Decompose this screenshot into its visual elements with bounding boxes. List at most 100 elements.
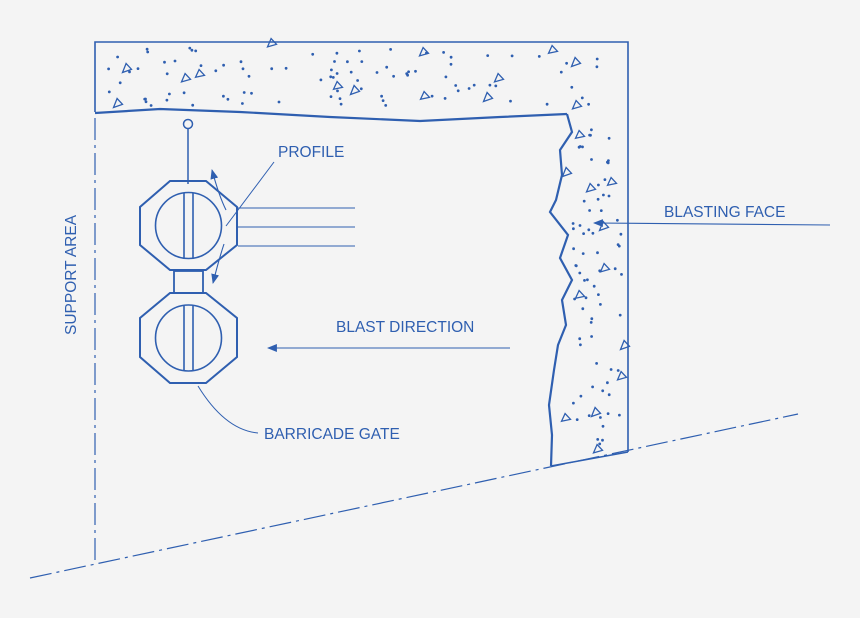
aggregate-dot (601, 424, 605, 428)
aggregate-mark (571, 99, 583, 110)
ceiling-inner-edge (94, 107, 568, 123)
aggregate-mark (419, 90, 431, 101)
aggregate-dot (331, 76, 335, 79)
aggregate-mark (574, 289, 586, 300)
aggregate-dot (375, 71, 379, 74)
aggregate-dot (601, 438, 604, 442)
aggregate-dot (571, 222, 575, 225)
aggregate-dot (107, 67, 110, 71)
aggregate-dot (583, 279, 586, 282)
aggregate-mark (112, 97, 124, 109)
aggregate-dot (277, 100, 281, 104)
aggregate-dot (222, 63, 226, 67)
aggregate-dot (596, 251, 599, 255)
blasting-face-arrow (593, 219, 831, 228)
aggregate-dot (442, 51, 446, 54)
aggregate-dot (407, 70, 411, 74)
aggregate-dot (545, 102, 549, 106)
aggregate-dot (592, 284, 596, 288)
aggregate-dot (392, 74, 396, 78)
aggregate-mark (592, 443, 604, 454)
aggregate-dot (222, 94, 225, 98)
aggregate-dot (596, 438, 600, 441)
aggregate-mark (560, 412, 572, 423)
aggregate-dot (191, 103, 195, 107)
aggregate-dot (241, 67, 245, 71)
aggregate-dot (241, 102, 244, 105)
aggregate-dot (381, 99, 385, 102)
aggregate-mark (418, 46, 430, 57)
hanging-ring (182, 118, 194, 130)
barricade-gate-lower (139, 292, 238, 384)
floor-line (29, 413, 799, 579)
aggregate-dot (590, 128, 593, 132)
aggregate-dot (284, 66, 288, 70)
aggregate-mark (194, 68, 206, 79)
aggregate-dot (582, 199, 586, 203)
aggregate-dot (590, 317, 594, 321)
aggregate-dot (107, 90, 111, 94)
aggregate-dot (349, 70, 353, 74)
aggregate-dot (580, 96, 584, 100)
aggregate-dot (182, 91, 186, 95)
aggregate-dot (577, 145, 581, 149)
aggregate-dot (589, 321, 593, 324)
aggregate-dot (145, 47, 149, 51)
aggregate-dot (603, 178, 607, 182)
aggregate-dot (449, 62, 453, 66)
aggregate-dot (250, 91, 253, 95)
aggregate-dot (472, 83, 476, 87)
aggregate-dot (214, 69, 218, 73)
aggregate-dot (425, 51, 428, 55)
aggregate-dot (247, 74, 251, 78)
aggregate-dot (488, 83, 492, 87)
aggregate-dot (581, 145, 584, 149)
aggregate-dot (336, 89, 339, 93)
aggregate-dot (606, 160, 609, 164)
aggregate-dot (163, 60, 166, 64)
aggregate-dot (128, 70, 131, 74)
aggregate-mark (332, 80, 344, 91)
concrete-texture (107, 37, 631, 454)
aggregate-mark (561, 166, 573, 178)
aggregate-dot (602, 193, 605, 197)
aggregate-dot (590, 335, 593, 338)
profile-leader (225, 161, 275, 227)
aggregate-dot (509, 99, 512, 103)
aggregate-mark (598, 220, 610, 232)
aggregate-mark (616, 370, 628, 381)
aggregate-mark (349, 84, 361, 96)
aggregate-dot (601, 389, 605, 393)
aggregate-dot (146, 50, 150, 54)
deflection-arrow-down (211, 243, 225, 284)
aggregate-mark (493, 72, 505, 83)
aggregate-dot (456, 89, 460, 93)
aggregate-dot (575, 418, 579, 422)
aggregate-dot (590, 158, 593, 161)
aggregate-mark (121, 62, 133, 74)
aggregate-dot (587, 102, 590, 106)
aggregate-dot (190, 48, 194, 52)
profile-label: PROFILE (278, 144, 344, 161)
aggregate-dot (329, 75, 333, 79)
aggregate-dot (618, 313, 622, 317)
aggregate-dot (199, 64, 203, 67)
aggregate-dot (346, 60, 349, 64)
aggregate-dot (616, 369, 620, 372)
barricade-gate-upper (139, 180, 238, 271)
aggregate-mark (606, 176, 618, 187)
aggregate-dot (599, 209, 603, 213)
aggregate-dot (620, 273, 623, 276)
aggregate-dot (598, 269, 602, 273)
aggregate-mark (570, 56, 582, 68)
aggregate-dot (454, 84, 458, 87)
aggregate-dot (384, 104, 388, 107)
aggregate-dot (319, 78, 323, 82)
aggregate-dot (385, 65, 389, 69)
aggregate-dot (616, 218, 619, 222)
aggregate-dot (330, 68, 333, 72)
gate-connector (173, 270, 204, 294)
aggregate-mark (599, 262, 611, 273)
deflection-arrow-up (210, 169, 227, 211)
